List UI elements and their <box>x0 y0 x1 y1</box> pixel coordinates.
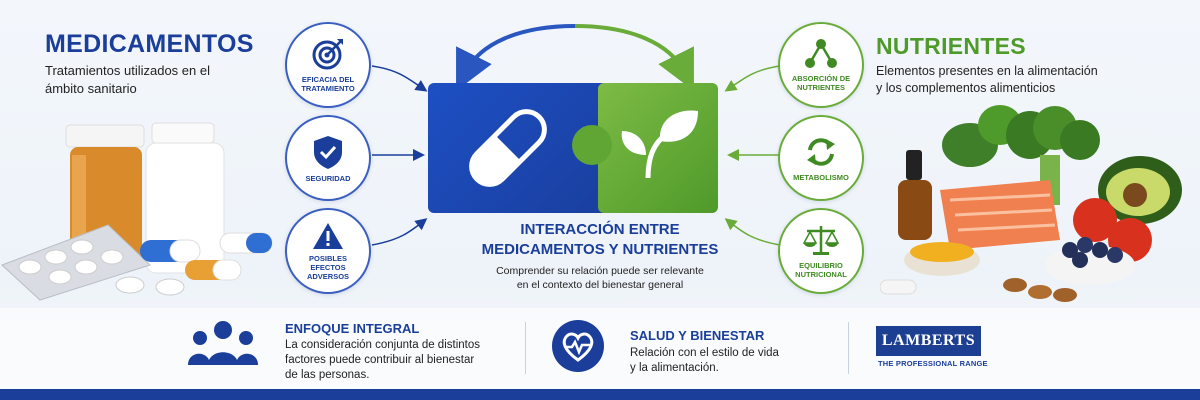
divider-1 <box>525 322 526 374</box>
enfoque-text-line1: La consideración conjunta de distintos <box>285 339 480 351</box>
puzzle-knob <box>572 125 612 165</box>
shield-check-icon <box>314 135 342 169</box>
balance-scale-icon <box>803 226 839 255</box>
circle-seguridad: SEGURIDAD <box>285 115 371 201</box>
medication-illustration <box>1 122 273 301</box>
circle-seguridad-label: SEGURIDAD <box>305 173 351 183</box>
cycle-arrows-icon <box>807 137 835 166</box>
pill-icon <box>469 109 547 187</box>
right-arrows <box>724 65 781 246</box>
enfoque-text: La consideración conjunta de distintos f… <box>285 338 480 383</box>
medicamentos-subtitle: Tratamientos utilizados en el ámbito san… <box>45 63 210 96</box>
warning-icon <box>313 222 343 249</box>
molecule-icon <box>805 39 837 68</box>
footer-bar <box>0 389 1200 400</box>
circle-equilibrio: EQUILIBRIO NUTRICIONAL <box>778 208 864 294</box>
circle-eficacia: EFICACIA DEL TRATAMIENTO <box>285 22 371 108</box>
circle-metabolismo: METABOLISMO <box>778 115 864 201</box>
enfoque-text-line3: de las personas. <box>285 369 370 381</box>
center-subtitle-line2: en el contexto del bienestar general <box>516 279 684 291</box>
salud-title: SALUD Y BIENESTAR <box>630 328 765 343</box>
heart-pulse-icon <box>562 332 594 362</box>
medicamentos-title: MEDICAMENTOS <box>45 30 254 58</box>
center-title-line1: INTERACCIÓN ENTRE <box>520 221 680 238</box>
leaf-icon <box>621 110 698 179</box>
lamberts-logo: LAMBERTS <box>876 326 981 356</box>
center-title-line2: MEDICAMENTOS Y NUTRIENTES <box>481 241 719 258</box>
left-arrows <box>371 65 428 246</box>
puzzle-piece-nutrientes <box>598 83 718 213</box>
lamberts-tagline: THE PROFESSIONAL RANGE <box>878 359 988 368</box>
circle-eficacia-label: EFICACIA DEL TRATAMIENTO <box>301 75 355 93</box>
circle-efectos: POSIBLES EFECTOS ADVERSOS <box>285 208 371 294</box>
circle-efectos-label: POSIBLES EFECTOS ADVERSOS <box>306 253 350 281</box>
salud-text-line1: Relación con el estilo de vida <box>630 347 779 359</box>
enfoque-title: ENFOQUE INTEGRAL <box>285 321 420 336</box>
salud-text-line2: y la alimentación. <box>630 362 719 374</box>
circle-equilibrio-label: EQUILIBRIO NUTRICIONAL <box>795 261 847 279</box>
circle-absorcion-label: ABSORCIÓN DE NUTRIENTES <box>791 74 851 92</box>
group-icon <box>188 321 258 365</box>
target-icon <box>312 39 343 70</box>
center-subtitle-line1: Comprender su relación puede ser relevan… <box>496 265 704 277</box>
cycle-arrows <box>456 24 694 88</box>
circle-metabolismo-label: METABOLISMO <box>793 172 849 182</box>
food-illustration <box>880 105 1182 302</box>
puzzle-piece-medicamentos <box>428 83 610 213</box>
nutrientes-subtitle: Elementos presentes en la alimentación y… <box>876 64 1098 95</box>
heart-pulse-icon-badge <box>552 320 604 372</box>
circle-absorcion: ABSORCIÓN DE NUTRIENTES <box>778 22 864 108</box>
divider-2 <box>848 322 849 374</box>
nutrientes-title: NUTRIENTES <box>876 33 1026 59</box>
enfoque-text-line2: factores puede contribuir al bienestar <box>285 354 475 366</box>
center-subtitle: Comprender su relación puede ser relevan… <box>445 264 755 292</box>
center-title: INTERACCIÓN ENTRE MEDICAMENTOS Y NUTRIEN… <box>440 220 760 260</box>
salud-text: Relación con el estilo de vida y la alim… <box>630 346 779 376</box>
